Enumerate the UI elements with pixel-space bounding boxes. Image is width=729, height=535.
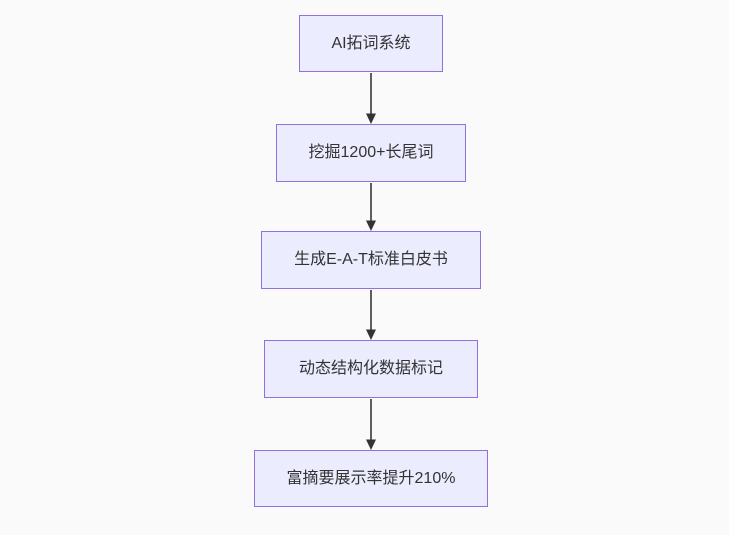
flow-node-label: 富摘要展示率提升210%: [286, 469, 456, 487]
flow-node-ai-keyword-system: AI拓词系统: [299, 15, 443, 72]
flow-node-label: AI拓词系统: [331, 34, 411, 52]
arrow-d-to-e: [366, 399, 376, 450]
arrow-c-to-d: [366, 290, 376, 340]
flow-node-structured-data-markup: 动态结构化数据标记: [264, 340, 478, 398]
flow-node-label: 挖掘1200+长尾词: [308, 144, 434, 162]
arrow-b-to-c: [366, 183, 376, 231]
flow-node-eat-whitepaper: 生成E-A-T标准白皮书: [261, 231, 481, 289]
flow-node-label: 生成E-A-T标准白皮书: [294, 251, 448, 269]
arrow-a-to-b: [366, 73, 376, 124]
flow-node-label: 动态结构化数据标记: [298, 360, 443, 378]
flow-node-longtail-mining: 挖掘1200+长尾词: [276, 124, 466, 182]
flow-node-rich-snippet-uplift: 富摘要展示率提升210%: [254, 450, 488, 507]
